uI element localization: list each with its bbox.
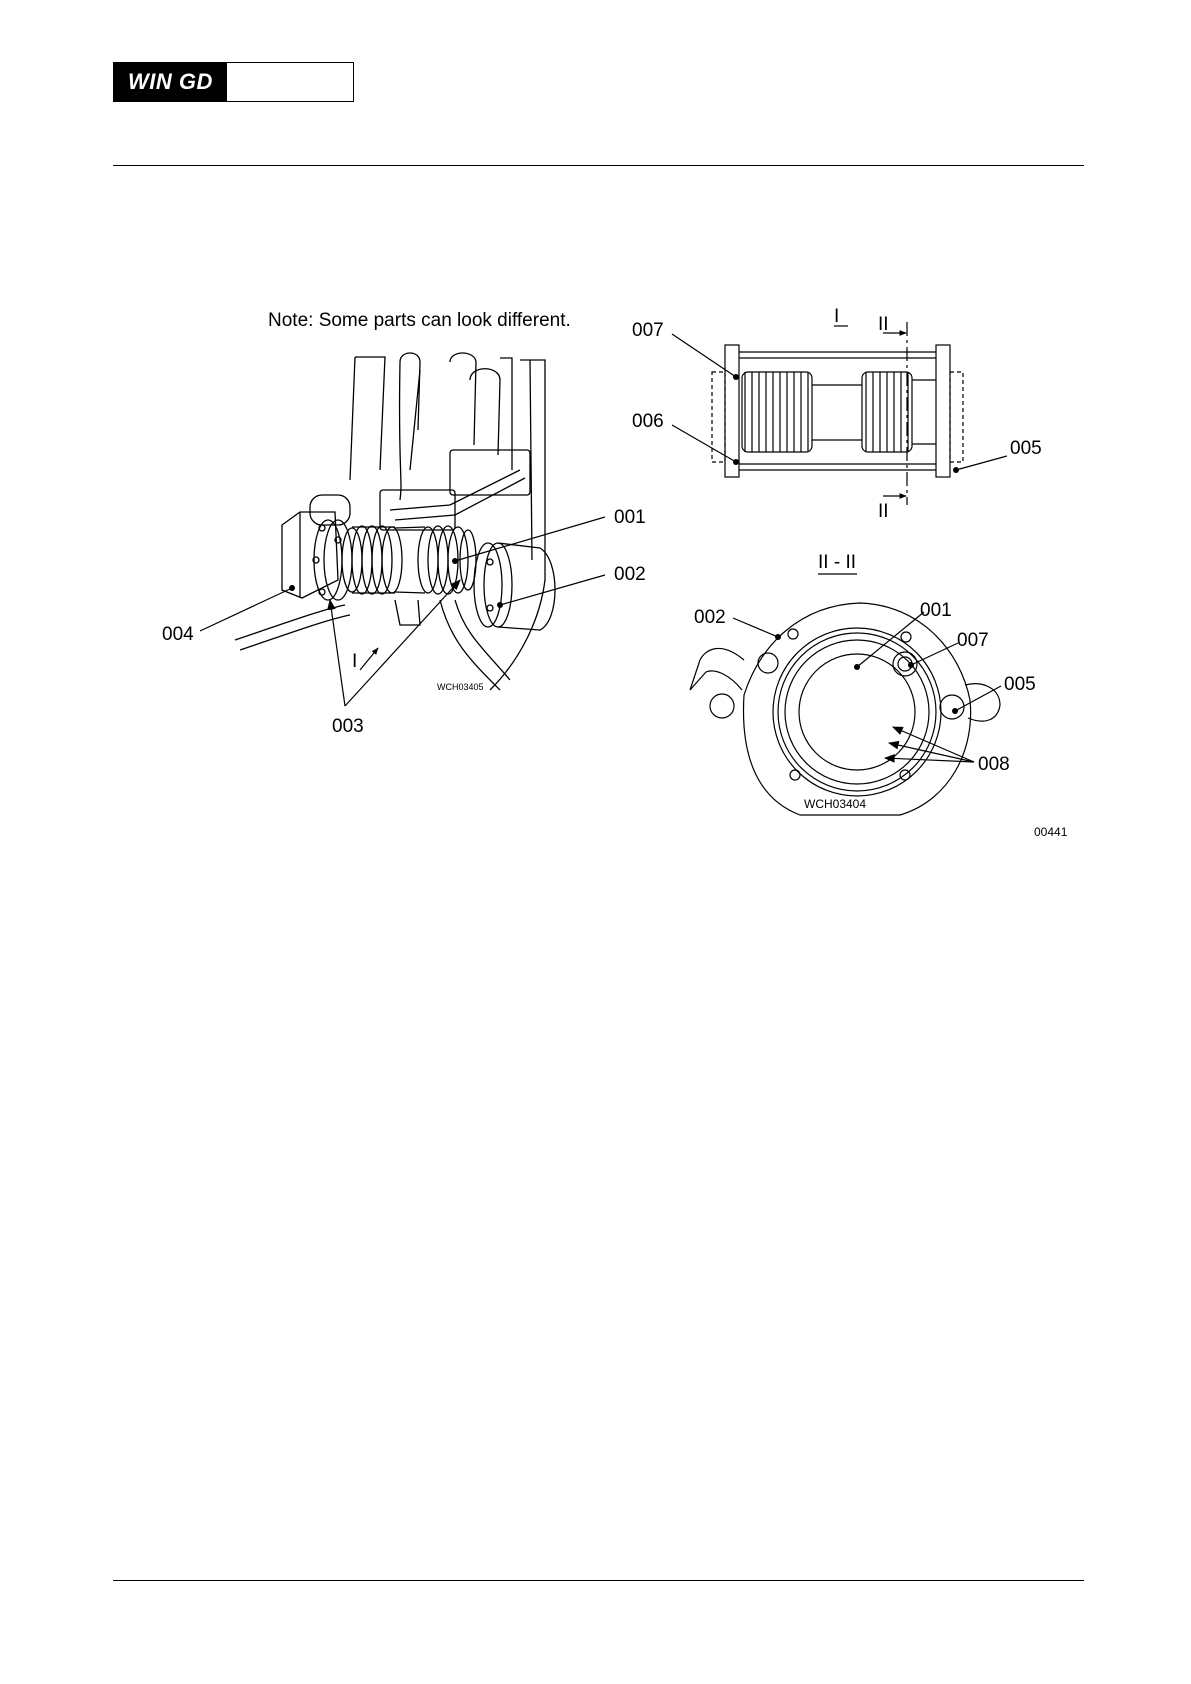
dot-006-side	[733, 459, 739, 465]
label-002-section: 002	[694, 607, 726, 628]
dot-002-section	[775, 634, 781, 640]
label-view-I-left: I	[352, 651, 357, 672]
label-view-I-side: I	[834, 306, 839, 327]
dot-007-side	[733, 374, 739, 380]
section-title: II - II	[818, 552, 856, 573]
side-view-drawing	[712, 322, 963, 505]
leader-002-section	[733, 618, 778, 637]
leader-007-side	[672, 334, 736, 377]
label-004-left: 004	[162, 624, 194, 645]
label-008-section: 008	[978, 754, 1010, 775]
left-view-leaders	[200, 517, 605, 706]
leader-002-left	[500, 575, 605, 605]
label-003-left: 003	[332, 716, 364, 737]
figure-note: Note: Some parts can look different.	[268, 310, 571, 331]
label-001-left: 001	[614, 507, 646, 528]
arrow-003-a	[330, 600, 345, 706]
label-006-side: 006	[632, 411, 664, 432]
figure-number: 00441	[1034, 825, 1068, 839]
label-002-left: 002	[614, 564, 646, 585]
leader-004-left	[200, 588, 292, 631]
dot-007-section	[908, 662, 914, 668]
label-005-section: 005	[1004, 674, 1036, 695]
ref-wch03405: WCH03405	[437, 682, 484, 692]
label-007-section: 007	[957, 630, 989, 651]
label-001-section: 001	[920, 600, 952, 621]
ref-wch03404: WCH03404	[804, 797, 866, 811]
label-section-II-bottom: II	[878, 501, 889, 522]
dot-005-side	[953, 467, 959, 473]
left-view-drawing	[235, 353, 555, 690]
dot-001-left	[452, 558, 458, 564]
label-007-side: 007	[632, 320, 664, 341]
view-I-arrow-left	[360, 648, 378, 670]
dot-001-section	[854, 664, 860, 670]
dot-005-section	[952, 708, 958, 714]
leader-005-side	[956, 456, 1007, 470]
dot-002-left	[497, 602, 503, 608]
leader-001-section	[857, 612, 924, 667]
label-005-side: 005	[1010, 438, 1042, 459]
label-section-II-top: II	[878, 314, 889, 335]
leader-005-section	[955, 686, 1001, 711]
leader-001-left	[455, 517, 605, 561]
leader-006-side	[672, 425, 736, 462]
dot-004-left	[289, 585, 295, 591]
